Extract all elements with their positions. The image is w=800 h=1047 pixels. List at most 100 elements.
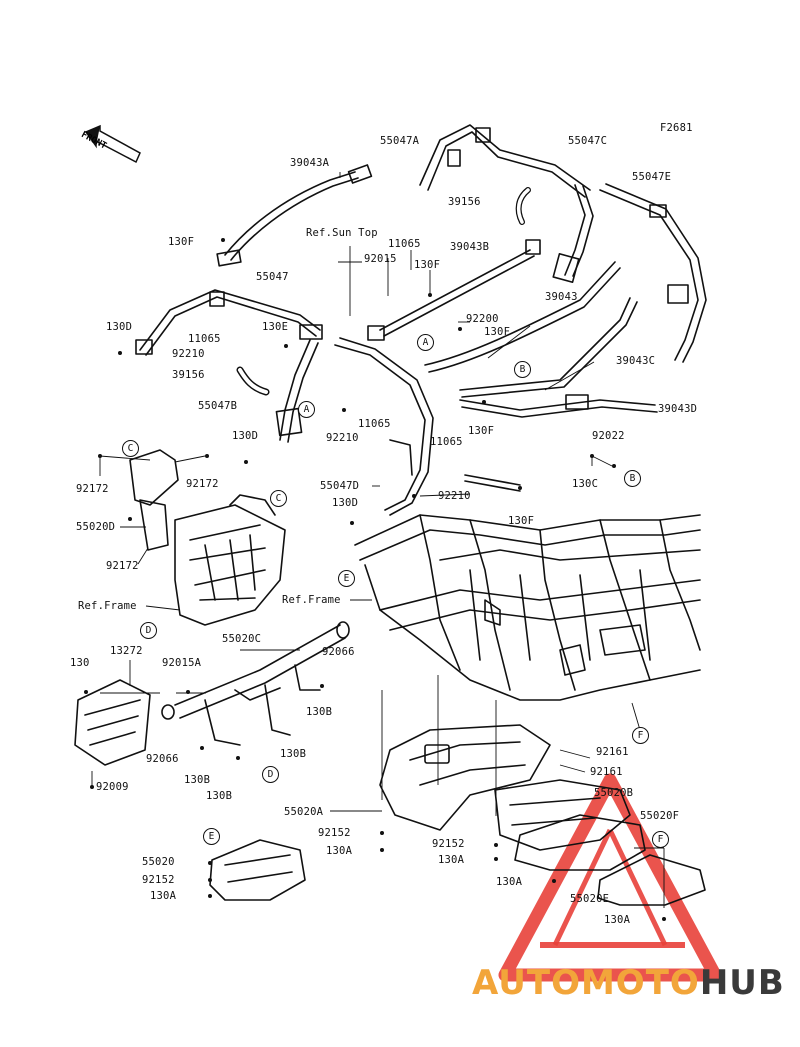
part-130E: 130E [262, 321, 289, 333]
fastener-dot [662, 917, 666, 921]
part-55047D: 55047D [320, 480, 360, 492]
part-39043: 39043 [545, 291, 578, 303]
fastener-dot [518, 486, 522, 490]
part-55047: 55047 [256, 271, 289, 283]
part-92009: 92009 [96, 781, 129, 793]
part-92172: 92172 [186, 478, 219, 490]
callout-c: C [270, 490, 287, 507]
part-130B: 130B [306, 706, 333, 718]
part-11065: 11065 [430, 436, 463, 448]
part-130A: 130A [326, 845, 353, 857]
fastener-dot [244, 460, 248, 464]
part-130B: 130B [184, 774, 211, 786]
callout-f: F [632, 727, 649, 744]
part-55020D: 55020D [76, 521, 116, 533]
callout-c: C [122, 440, 139, 457]
watermark-logo: AUTOMOTOHUB [472, 963, 785, 1003]
fastener-dot [320, 684, 324, 688]
part-55047C: 55047C [568, 135, 608, 147]
part-130D: 130D [332, 497, 359, 509]
fastener-dot [84, 690, 88, 694]
part-130F: 130F [168, 236, 195, 248]
fastener-dot [350, 521, 354, 525]
fastener-dot [458, 327, 462, 331]
fastener-dot [552, 879, 556, 883]
part-11065: 11065 [358, 418, 391, 430]
fastener-dot [205, 454, 209, 458]
part-130A: 130A [604, 914, 631, 926]
part-55047E: 55047E [632, 171, 672, 183]
part-130F: 130F [414, 259, 441, 271]
fastener-dot [412, 494, 416, 498]
part-130C: 130C [572, 478, 599, 490]
part-92161: 92161 [590, 766, 623, 778]
fastener-dot [612, 464, 616, 468]
part-92015: 92015 [364, 253, 397, 265]
fastener-dot [208, 878, 212, 882]
part-92015A: 92015A [162, 657, 202, 669]
part-55020: 55020 [142, 856, 175, 868]
part-92172: 92172 [106, 560, 139, 572]
part-130B: 130B [280, 748, 307, 760]
part-130: 130 [70, 657, 90, 669]
part-55020B: 55020B [594, 787, 634, 799]
fastener-dot [482, 400, 486, 404]
part-39156-left: 39156 [172, 369, 205, 381]
callout-b: B [624, 470, 641, 487]
part-130D: 130D [232, 430, 259, 442]
fastener-dot [428, 293, 432, 297]
part-130F: 130F [508, 515, 535, 527]
part-92210: 92210 [172, 348, 205, 360]
part-92210: 92210 [438, 490, 471, 502]
part-130F: 130F [468, 425, 495, 437]
part-92022: 92022 [592, 430, 625, 442]
callout-b: B [514, 361, 531, 378]
part-130F: 130F [484, 326, 511, 338]
fastener-dot [186, 690, 190, 694]
part-92161: 92161 [596, 746, 629, 758]
part-55047A: 55047A [380, 135, 420, 147]
callout-e: E [338, 570, 355, 587]
part-39043D: 39043D [658, 403, 698, 415]
fastener-dot [208, 861, 212, 865]
part-92200: 92200 [466, 313, 499, 325]
part-130A: 130A [150, 890, 177, 902]
fastener-dot [128, 517, 132, 521]
fastener-dot [221, 238, 225, 242]
fastener-dot [118, 351, 122, 355]
fastener-dot [494, 857, 498, 861]
part-55020F: 55020F [640, 810, 680, 822]
fastener-dot [90, 785, 94, 789]
part-39043A: 39043A [290, 157, 330, 169]
part-130D: 130D [106, 321, 133, 333]
callout-d: D [140, 622, 157, 639]
figure-code: F2681 [660, 122, 693, 134]
fastener-dot [98, 454, 102, 458]
part-130B: 130B [206, 790, 233, 802]
part-39156-top: 39156 [448, 196, 481, 208]
watermark-word-a: AUTOMOTO [472, 963, 700, 1003]
part-92066: 92066 [322, 646, 355, 658]
part-130A: 130A [496, 876, 523, 888]
fastener-dot [494, 843, 498, 847]
part-11065: 11065 [188, 333, 221, 345]
watermark-word-b: HUB [699, 963, 785, 1003]
fastener-dot [380, 831, 384, 835]
fastener-dot [342, 408, 346, 412]
fastener-dot [200, 746, 204, 750]
part-55020C: 55020C [222, 633, 262, 645]
part-39043B: 39043B [450, 241, 490, 253]
ref-sun-top: Ref.Sun Top [306, 227, 378, 239]
part-13272: 13272 [110, 645, 143, 657]
fastener-dot [284, 344, 288, 348]
fastener-dot [236, 756, 240, 760]
part-92066: 92066 [146, 753, 179, 765]
fastener-dot [380, 848, 384, 852]
ref-frame-left: Ref.Frame [78, 600, 137, 612]
callout-a: A [298, 401, 315, 418]
part-130A: 130A [438, 854, 465, 866]
part-55020A: 55020A [284, 806, 324, 818]
part-92152: 92152 [142, 874, 175, 886]
